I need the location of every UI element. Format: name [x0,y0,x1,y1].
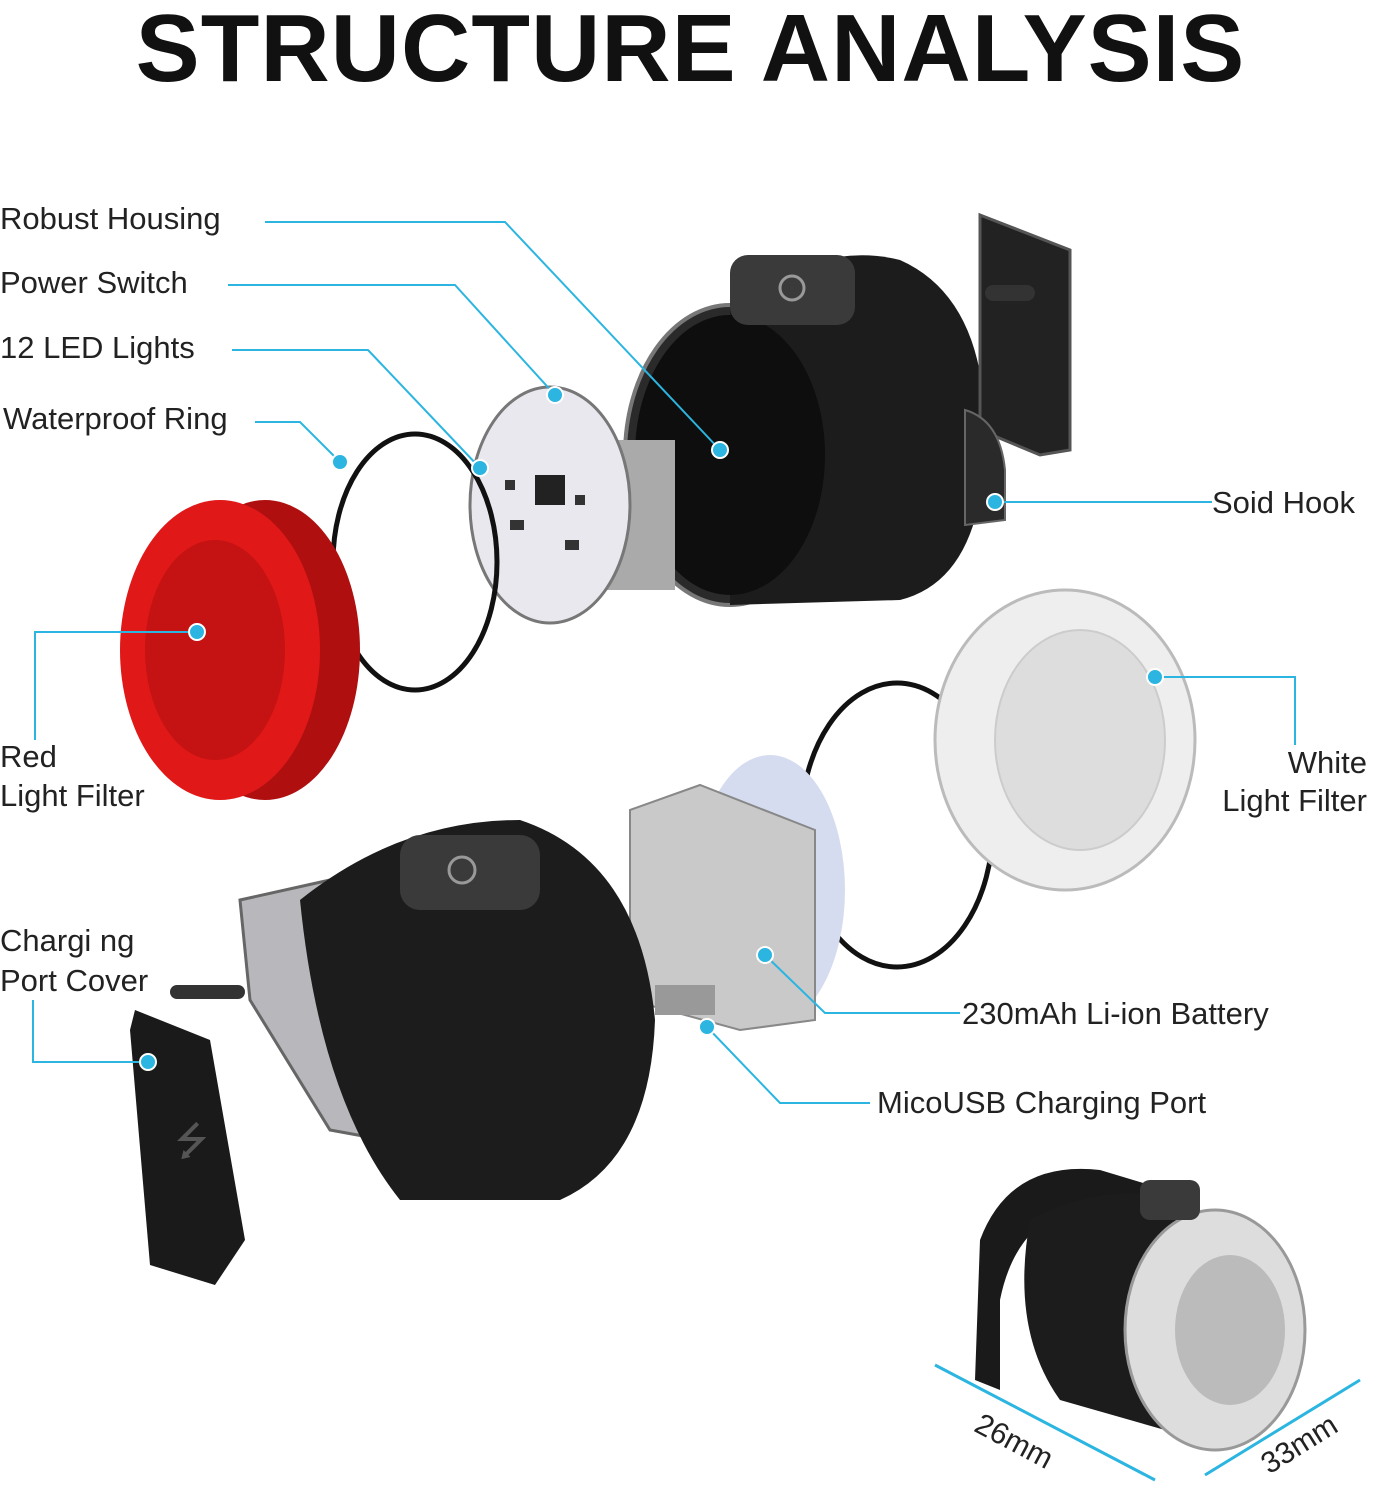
label-led-lights: 12 LED Lights [0,330,195,365]
led-pcb [468,385,675,625]
label-battery: 230mAh Li-ion Battery [962,996,1269,1031]
top-housing [623,212,1072,607]
red-light-filter [120,500,360,800]
usb-icon: ⭍ [175,1120,208,1164]
battery [629,755,845,1032]
label-robust-housing: Robust Housing [0,201,221,236]
label-white-filter-line1: White [1287,745,1367,780]
label-red-filter-line1: Red [0,739,57,774]
label-port-cover-line1: Chargi ng [0,923,135,958]
white-light-filter [933,588,1197,892]
dimension-lines [934,1363,1361,1482]
label-port-cover-line2: Port Cover [0,963,149,998]
charging-port-cover: ⭍ [130,985,245,1285]
label-waterproof-ring: Waterproof Ring [3,401,228,436]
page-title: STRUCTURE ANALYSIS [135,0,1246,102]
label-usb-port: MicoUSB Charging Port [877,1085,1207,1120]
label-red-filter-line2: Light Filter [0,778,145,813]
leader-dots [139,386,1164,1071]
assembled-light [975,1168,1307,1452]
label-solid-hook: Soid Hook [1212,485,1356,520]
bottom-housing [238,820,655,1200]
label-power-switch: Power Switch [0,265,188,300]
label-white-filter-line2: Light Filter [1222,783,1367,818]
leader-lines [32,221,1296,1104]
